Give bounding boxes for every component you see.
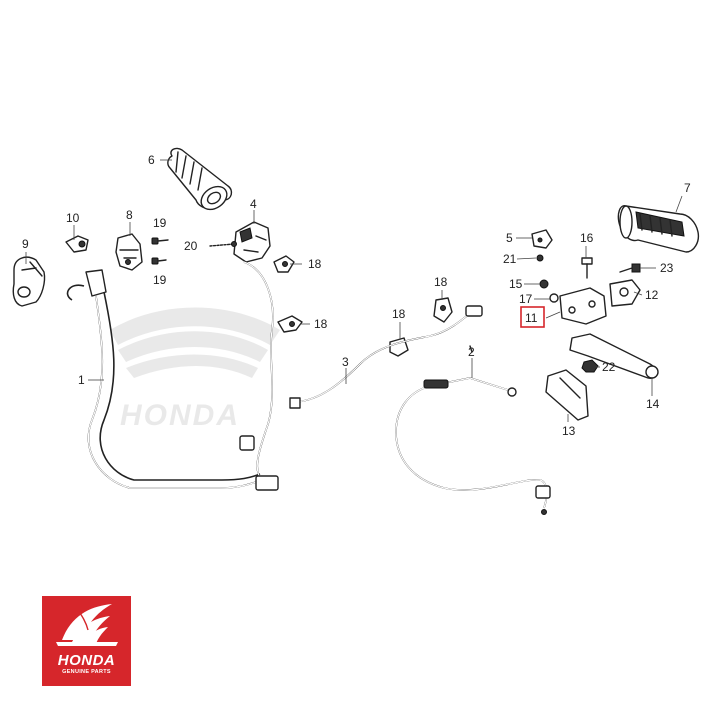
logo-brand-text: HONDA: [57, 652, 116, 669]
left-switch-housing[interactable]: [12, 256, 46, 307]
callout-23: 23: [660, 261, 674, 275]
callout-7: 7: [684, 181, 691, 195]
cable-3[interactable]: [289, 305, 483, 409]
callout-11[interactable]: 11: [525, 311, 538, 325]
callout-18-c: 18: [392, 307, 406, 321]
callout-6: 6: [148, 153, 155, 167]
callout-1: 1: [78, 373, 85, 387]
throttle-grip[interactable]: [167, 147, 233, 214]
screw-19-lower[interactable]: [151, 257, 167, 265]
callout-22: 22: [602, 360, 616, 374]
logo-subtitle-text: GENUINE PARTS: [62, 669, 111, 675]
leader-lines: [25, 159, 683, 422]
wire-harness[interactable]: [66, 261, 279, 491]
callout-2: 2: [468, 345, 475, 359]
watermark: HONDA: [110, 307, 280, 432]
honda-genuine-parts-logo: HONDA GENUINE PARTS: [42, 596, 131, 686]
highlight-box-11: [520, 306, 545, 328]
switch-knob[interactable]: [65, 235, 89, 253]
callout-8: 8: [126, 208, 133, 222]
screw-19-upper[interactable]: [151, 237, 169, 245]
lever-bracket-11[interactable]: [559, 287, 607, 325]
watermark-text: HONDA: [120, 399, 240, 432]
callout-9: 9: [22, 237, 29, 251]
callout-15: 15: [509, 277, 523, 291]
washer-17[interactable]: [549, 293, 559, 303]
callout-3: 3: [342, 355, 349, 369]
honda-wing-icon: [56, 604, 118, 646]
callout-12: 12: [645, 288, 659, 302]
bolt-23[interactable]: [619, 263, 641, 273]
lever-holder-12[interactable]: [609, 279, 641, 307]
right-switch-housing[interactable]: [233, 221, 271, 263]
callout-13: 13: [562, 424, 576, 438]
callout-10: 10: [66, 211, 80, 225]
callout-5: 5: [506, 231, 513, 245]
lever-cover-13[interactable]: [545, 369, 589, 421]
callout-19-a: 19: [153, 216, 167, 230]
cable-clip-18-c[interactable]: [389, 337, 409, 357]
cable-clip-18-b[interactable]: [277, 315, 303, 333]
clutch-lever-14[interactable]: [569, 333, 659, 379]
callout-18-a: 18: [308, 257, 322, 271]
callout-4: 4: [250, 197, 257, 211]
callout-labels: 1 2 3 4 5 6 7 8 9 10 11 12 13 14 15 16 1…: [22, 153, 691, 438]
callout-16: 16: [580, 231, 594, 245]
left-grip[interactable]: [617, 205, 700, 253]
screw-15[interactable]: [539, 279, 549, 289]
callout-20: 20: [184, 239, 198, 253]
nut-22[interactable]: [581, 359, 599, 373]
callout-18-b: 18: [314, 317, 328, 331]
pivot-bolt-16[interactable]: [581, 257, 593, 279]
callout-21: 21: [503, 252, 517, 266]
callout-17: 17: [519, 292, 533, 306]
cable-clip-18-a[interactable]: [273, 255, 295, 273]
screw-20[interactable]: [209, 241, 237, 247]
callout-19-b: 19: [153, 273, 167, 287]
callout-18-d: 18: [434, 275, 448, 289]
cable-2[interactable]: [395, 377, 551, 515]
clutch-switch[interactable]: [531, 229, 553, 249]
callout-14: 14: [646, 397, 660, 411]
screw-21[interactable]: [536, 254, 544, 262]
switch-bracket[interactable]: [115, 233, 143, 271]
cable-clip-18-d[interactable]: [433, 297, 453, 323]
